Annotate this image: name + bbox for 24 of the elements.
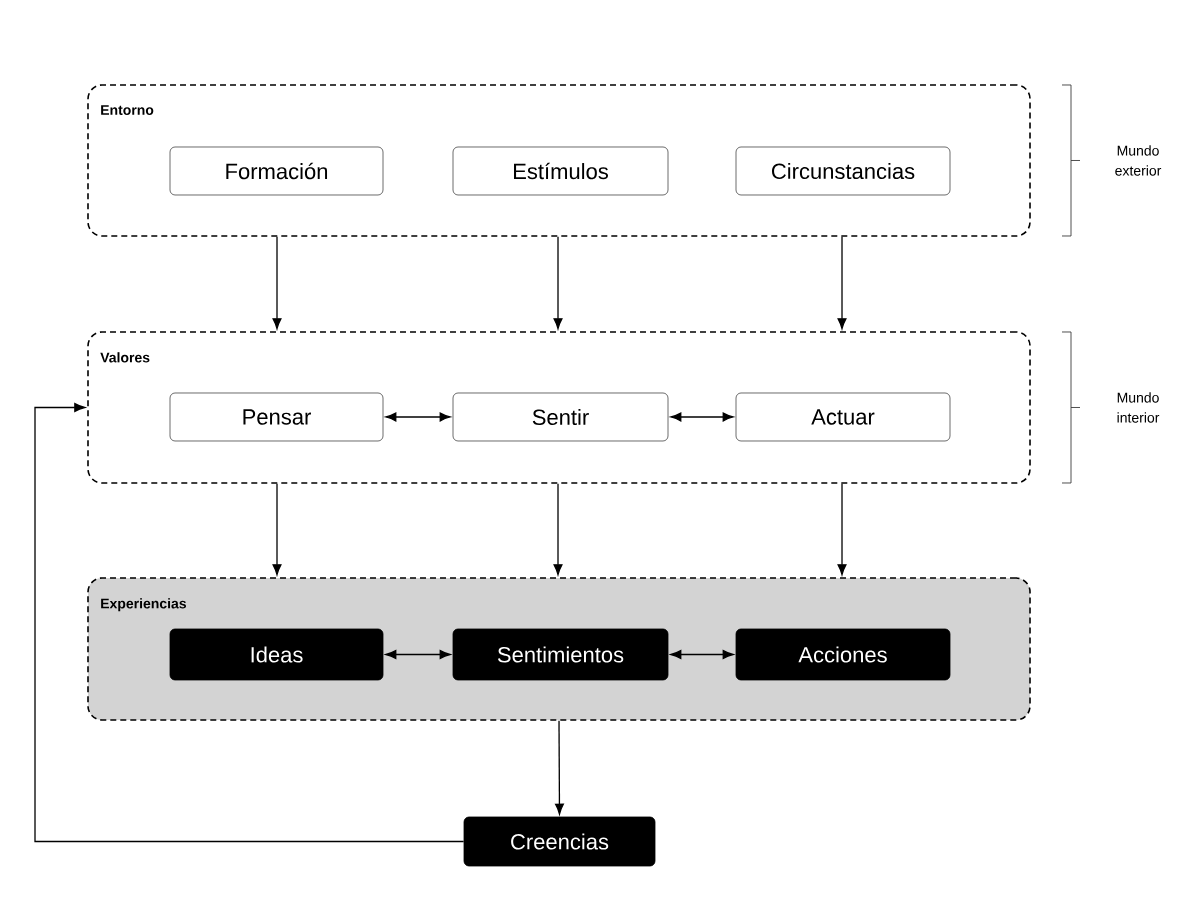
arrow — [837, 483, 847, 576]
process-box: Sentimientos — [452, 628, 669, 681]
arrow — [670, 650, 734, 659]
arrow — [553, 483, 563, 576]
arrow — [385, 412, 451, 422]
arrow — [553, 236, 563, 330]
process-box: Formación — [169, 146, 384, 196]
process-box: Acciones — [735, 628, 951, 681]
arrow — [272, 483, 282, 576]
process-box: Estímulos — [452, 146, 669, 196]
process-box: Actuar — [735, 392, 951, 442]
arrow — [34, 403, 465, 843]
process-box: Pensar — [169, 392, 384, 442]
arrow — [670, 412, 734, 422]
arrow — [837, 236, 847, 330]
process-box: Sentir — [452, 392, 669, 442]
process-box: Ideas — [169, 628, 384, 681]
process-box: Creencias — [463, 816, 656, 867]
side-label: Mundo interior — [1117, 392, 1160, 423]
arrow — [554, 720, 564, 815]
arrow — [385, 650, 451, 659]
arrow — [272, 236, 282, 330]
side-label: Mundo exterior — [1115, 145, 1162, 176]
process-box: Circunstancias — [735, 146, 951, 196]
